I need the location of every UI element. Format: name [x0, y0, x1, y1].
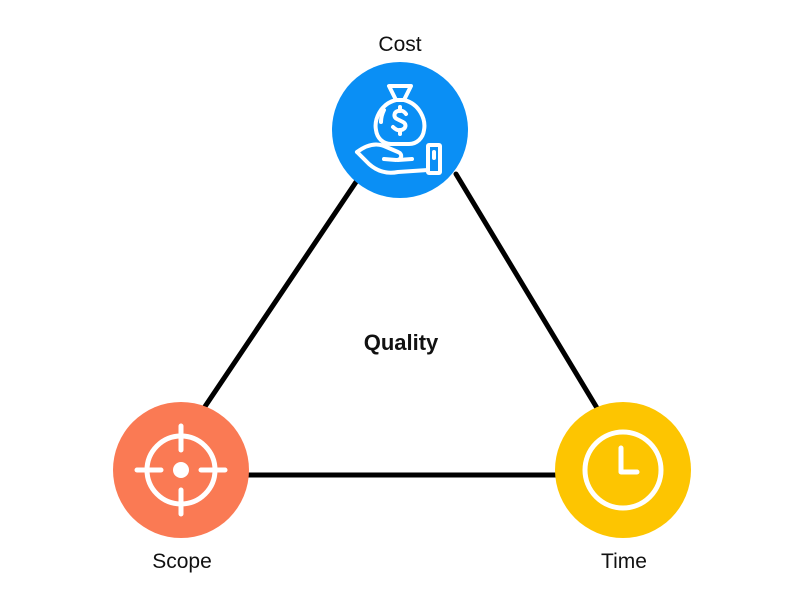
node-scope: Scope [113, 402, 249, 573]
node-cost: Cost [332, 33, 468, 198]
edge-cost-scope [201, 179, 359, 411]
cost-label: Cost [378, 33, 421, 56]
scope-label: Scope [152, 550, 212, 573]
edge-cost-time [453, 171, 600, 411]
target-center-dot [173, 462, 189, 478]
target-crosshair-icon [134, 423, 228, 517]
node-time: Time [555, 402, 691, 573]
clock-icon [582, 429, 664, 511]
time-label: Time [601, 550, 647, 573]
money-bag-hand-icon [355, 84, 442, 175]
center-label-quality: Quality [364, 330, 439, 355]
